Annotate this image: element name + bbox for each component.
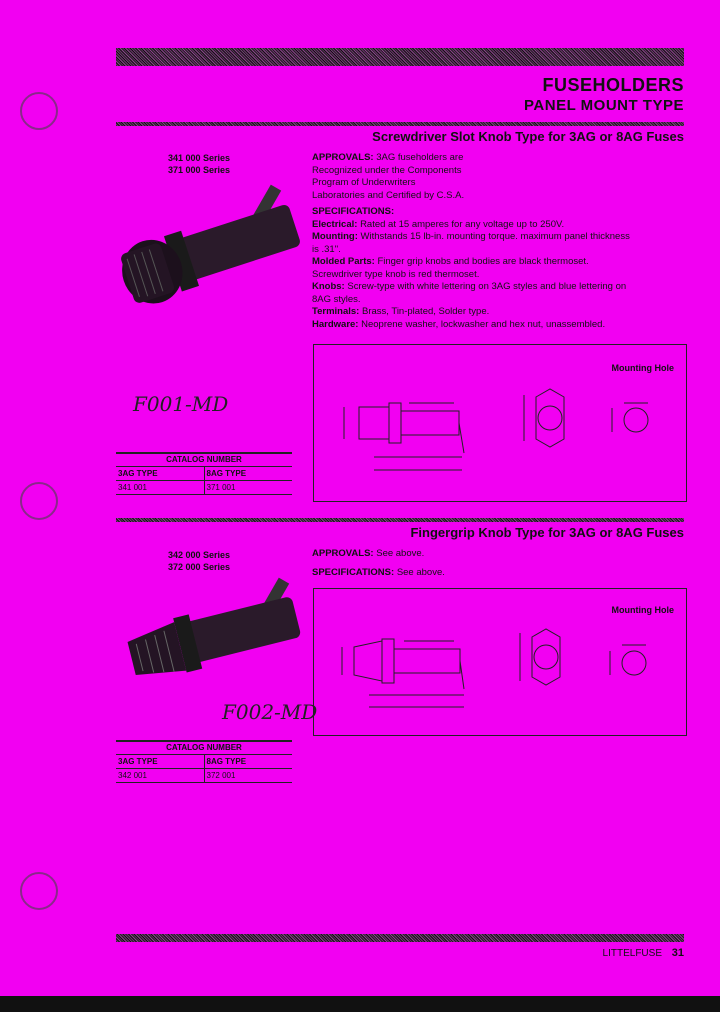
specifications-label: SPECIFICATIONS:	[312, 566, 395, 578]
page-number: 31	[671, 947, 684, 959]
catalog-row: 342 001 372 001	[116, 769, 292, 783]
mounting-hole-label: Mounting Hole	[611, 363, 675, 373]
approvals-text: 3AG fuseholders are	[376, 152, 464, 163]
bottom-decorative-bar	[116, 934, 684, 942]
specifications-text: See above.	[396, 566, 445, 578]
catalog-column-headers: 3AG TYPE 8AG TYPE	[116, 755, 292, 769]
section1-catalog-table: CATALOG NUMBER 3AG TYPE 8AG TYPE 341 001…	[116, 452, 292, 495]
bottom-page-edge	[0, 996, 720, 1012]
binder-hole-mark-top	[20, 92, 58, 130]
spec-line: Terminals: Brass, Tin-plated, Solder typ…	[312, 306, 490, 317]
page-subtitle: PANEL MOUNT TYPE	[524, 97, 684, 114]
section2-title: Fingergrip Knob Type for 3AG or 8AG Fuse…	[410, 525, 684, 540]
spec-line: Screwdriver type knob is red thermoset.	[312, 268, 480, 280]
section1-handwritten-note: F001-MD	[133, 392, 229, 416]
catalog-header: CATALOG NUMBER	[116, 452, 292, 467]
series-label: 372 000 Series	[168, 562, 231, 572]
section1-dimension-drawing: Mounting Hole	[313, 344, 687, 502]
catalog-header: CATALOG NUMBER	[116, 740, 292, 755]
section2-catalog-table: CATALOG NUMBER 3AG TYPE 8AG TYPE 342 001…	[116, 740, 292, 783]
drawing-lines	[341, 628, 647, 708]
catalog-column-headers: 3AG TYPE 8AG TYPE	[116, 467, 292, 481]
section2-divider	[116, 518, 684, 522]
spec-line: is .31".	[312, 243, 341, 255]
spec-line: Electrical: Rated at 15 amperes for any …	[312, 218, 565, 230]
section1-specifications: APPROVALS: 3AG fuseholders are Recognize…	[312, 152, 687, 331]
top-decorative-bar	[116, 48, 684, 66]
drawing-lines	[343, 388, 649, 471]
mounting-hole-label: Mounting Hole	[611, 605, 675, 615]
series-label: 342 000 Series	[168, 550, 231, 560]
approvals-text: Laboratories and Certified by C.S.A.	[312, 189, 465, 201]
approvals-text: See above.	[376, 548, 425, 559]
spec-line: Mounting: Withstands 15 lb-in. mounting …	[312, 231, 630, 242]
catalog-row: 341 001 371 001	[116, 481, 292, 495]
section2-specifications: APPROVALS: See above. SPECIFICATIONS: Se…	[312, 548, 687, 579]
series-label: 341 000 Series	[168, 153, 231, 163]
approvals-line: APPROVALS: 3AG fuseholders are	[312, 152, 687, 165]
approvals-text: Program of Underwriters	[312, 177, 416, 188]
specifications-label: SPECIFICATIONS:	[312, 206, 395, 217]
binder-hole-mark-bottom	[20, 872, 58, 910]
section2-handwritten-note: F002-MD	[222, 700, 318, 724]
spec-line: Knobs: Screw-type with white lettering o…	[312, 281, 627, 292]
section2-series-list: 342 000 Series 372 000 Series	[168, 549, 230, 573]
page-title: FUSEHOLDERS	[542, 75, 684, 95]
spec-line: Molded Parts: Finger grip knobs and bodi…	[312, 256, 589, 267]
section2-product-image	[127, 577, 301, 675]
section1-product-image	[121, 184, 300, 304]
series-label: 371 000 Series	[168, 165, 231, 175]
spec-line: 8AG styles.	[312, 293, 361, 305]
approvals-label: APPROVALS:	[312, 152, 374, 163]
approvals-text: Recognized under the Components	[312, 164, 462, 176]
section1-series-list: 341 000 Series 371 000 Series	[168, 152, 230, 176]
footer-brand: LITTELFUSE	[602, 948, 662, 959]
spec-line: Hardware: Neoprene washer, lockwasher an…	[312, 318, 606, 330]
binder-hole-mark-middle	[20, 482, 58, 520]
approvals-label: APPROVALS:	[312, 548, 374, 559]
section2-dimension-drawing: Mounting Hole	[313, 588, 687, 736]
section1-title: Screwdriver Slot Knob Type for 3AG or 8A…	[372, 129, 684, 144]
section1-divider	[116, 122, 684, 126]
